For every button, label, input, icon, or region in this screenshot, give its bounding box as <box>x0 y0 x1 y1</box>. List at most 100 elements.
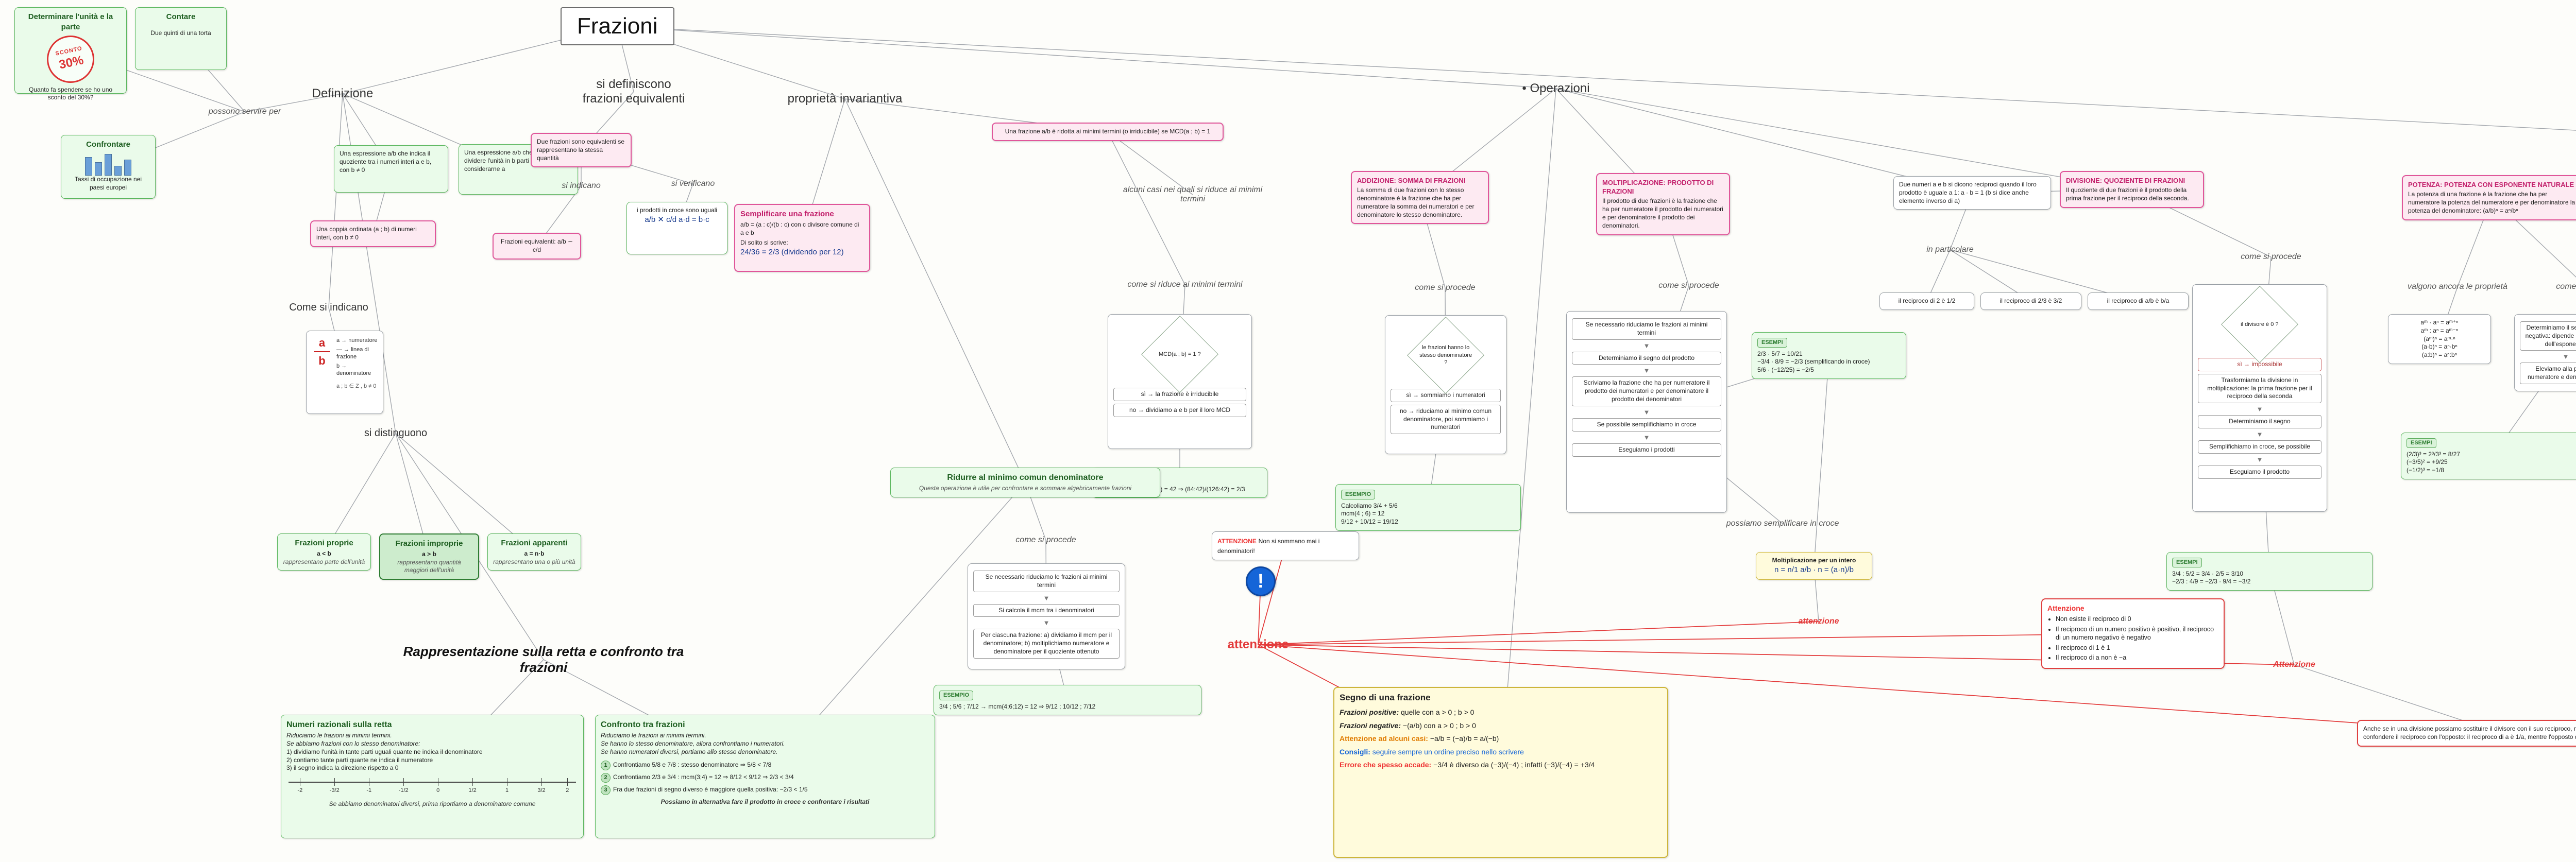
label-si-distinguono[interactable]: si distinguono <box>364 427 428 439</box>
bullet-dot: • <box>1522 81 1527 95</box>
equivalent-fractions-def-node[interactable]: Due frazioni sono equivalenti se rappres… <box>531 133 632 168</box>
body-line3: Se hanno numeratori diversi, portiamo al… <box>601 748 778 755</box>
down-arrow-icon: ▼ <box>1043 619 1050 627</box>
example-tag: ESEMPIO <box>939 691 974 700</box>
step-1: Determiniamo il segno (base negativa: di… <box>2520 321 2576 351</box>
example-confrontare-node[interactable]: Confrontare Tassi di occupazione nei pae… <box>61 135 156 199</box>
branch-frazioni-equivalenti[interactable]: si definiscono frazioni equivalenti <box>567 77 701 106</box>
node-caption: Quanto fa spendere se ho uno sconto del … <box>28 85 113 101</box>
node-body: rappresentano una o più unità <box>493 558 575 565</box>
example-line2: −2/3 : 4/9 = −2/3 · 9/4 = −3/2 <box>2172 578 2251 585</box>
division-definition-node[interactable]: DIVISIONE: QUOZIENTE DI FRAZIONI Il quoz… <box>2060 171 2204 208</box>
addition-flowchart-node[interactable]: le frazioni hanno lo stesso denominatore… <box>1385 315 1506 454</box>
power-examples-node[interactable]: ESEMPI (2/3)³ = 2³/3³ = 8/27 (−3/5)² = +… <box>2401 433 2576 479</box>
addition-definition-node[interactable]: ADDIZIONE: SOMMA DI FRAZIONI La somma di… <box>1351 171 1489 225</box>
footer-note: Se abbiamo denominatori diversi, prima r… <box>329 800 536 808</box>
attenzione-hub-label[interactable]: attenzione <box>1227 637 1289 651</box>
attention-denominators-node[interactable]: ATTENZIONE Non si sommano mai i denomina… <box>1212 531 1359 560</box>
decision-text: il divisore è 0 ? <box>2241 321 2279 327</box>
multiplication-definition-node[interactable]: MOLTIPLICAZIONE: PRODOTTO DI FRAZIONI Il… <box>1596 173 1730 235</box>
simplify-fraction-node[interactable]: Semplificare una frazione a/b = (a : c)/… <box>734 204 870 272</box>
reduce-flowchart-node[interactable]: MCD(a ; b) = 1 ? sì → la frazione è irri… <box>1108 314 1252 449</box>
power-properties-node[interactable]: aᵐ · aⁿ = aᵐ⁺ⁿ aᵐ : aⁿ = aᵐ⁻ⁿ (aᵐ)ⁿ = aᵐ… <box>2388 314 2491 365</box>
example-contare-node[interactable]: Contare Due quinti di una torta <box>135 7 227 70</box>
irreducible-definition-node[interactable]: Una frazione a/b è ridotta ai minimi ter… <box>992 123 1224 141</box>
branch-definizione[interactable]: Definizione <box>312 87 374 100</box>
rule-line: a/b = (a : c)/(b : c) con c divisore com… <box>740 220 859 236</box>
step-3: Scriviamo la frazione che ha per numerat… <box>1572 376 1721 406</box>
body-line1: Riduciamo le frazioni ai minimi termini. <box>601 732 706 739</box>
flow-no: no → riduciamo al minimo comun denominat… <box>1391 404 1501 435</box>
multiplication-examples-node[interactable]: ESEMPI 2/3 · 5/7 = 10/21 −3/4 · 8/9 = −2… <box>1752 332 1906 379</box>
reciprocals-definition-node[interactable]: Due numeri a e b si dicono reciproci qua… <box>1893 176 2051 210</box>
common-denominator-steps-node[interactable]: Se necessario riduciamo le frazioni ai m… <box>968 563 1125 669</box>
condition: a > b <box>422 550 436 558</box>
example-sconto-node[interactable]: Determinare l'unità e la parte SCONTO 30… <box>14 7 127 101</box>
decision-diamond: le frazioni hanno lo stesso denominatore… <box>1407 317 1484 394</box>
node-title: DIVISIONE: QUOZIENTE DI FRAZIONI <box>2066 177 2185 184</box>
addition-example-node[interactable]: ESEMPIO Calcoliamo 3/4 + 5/6 mcm(4 ; 6) … <box>1335 484 1521 531</box>
power-natural-exponent-node[interactable]: POTENZA: POTENZA CON ESPONENTE NATURALE … <box>2402 175 2576 220</box>
fraction-terms-node[interactable]: a b a → numeratore — → linea di frazione… <box>306 331 383 414</box>
fraction-sign-node[interactable]: Segno di una frazione Frazioni positive:… <box>1333 687 1668 858</box>
attention-reciprocal-node[interactable]: Attenzione Non esiste il reciproco di 0 … <box>2041 598 2225 669</box>
reciprocal-example-1[interactable]: il reciproco di 2 è 1/2 <box>1879 292 1974 310</box>
edge-label-come-si-procede: come si procede <box>1415 283 1476 292</box>
attention-division-note-node[interactable]: Anche se in una divisione possiamo sosti… <box>2357 720 2576 747</box>
frazioni-improprie-node[interactable]: Frazioni improprie a > b rappresentano q… <box>379 533 479 580</box>
equivalence-notation-node[interactable]: Frazioni equivalenti: a/b ∼ c/d <box>493 233 581 260</box>
reciprocal-example-3[interactable]: il reciproco di a/b è b/a <box>2088 292 2189 310</box>
edge-label-come-si-riduce: come si riduce ai minimi termini <box>1127 280 1243 289</box>
multiply-by-integer-node[interactable]: Moltiplicazione per un intero n = n/1 a/… <box>1756 552 1872 580</box>
property-3: (aᵐ)ⁿ = aᵐ·ⁿ <box>2424 335 2455 342</box>
branch-proprieta-invariantiva[interactable]: proprietà invariantiva <box>787 92 903 106</box>
edge-label-come-si-procede: come si procede <box>1658 281 1719 290</box>
ordered-pair-node[interactable]: Una coppia ordinata (a ; b) di numeri in… <box>310 220 436 247</box>
numerator-label: a → numeratore <box>336 337 378 343</box>
multiplication-steps-node[interactable]: Se necessario riduciamo le frazioni ai m… <box>1566 311 1727 513</box>
domain-note: a ; b ∈ Z , b ≠ 0 <box>336 383 377 389</box>
cross-products-node[interactable]: i prodotti in croce sono uguali a/b ✕ c/… <box>626 202 727 254</box>
step-1: Trasformiamo la divisione in moltiplicaz… <box>2198 373 2321 404</box>
power-steps-node[interactable]: Determiniamo il segno (base negativa: di… <box>2514 314 2576 392</box>
example-text: Confrontiamo 5/8 e 7/8 : stesso denomina… <box>613 761 772 768</box>
division-examples-node[interactable]: ESEMPI 3/4 : 5/2 = 3/4 · 2/5 = 3/10 −2/3… <box>2166 552 2372 591</box>
flow-yes: sì → sommiamo i numeratori <box>1391 389 1501 402</box>
definition-quotient-node[interactable]: Una espressione a/b che indica il quozie… <box>334 145 448 193</box>
frazioni-apparenti-node[interactable]: Frazioni apparenti a = n·b rappresentano… <box>487 533 581 571</box>
footer-note: Possiamo in alternativa fare il prodotto… <box>660 798 870 805</box>
property-5: (a:b)ⁿ = aⁿ:bⁿ <box>2421 351 2458 359</box>
node-body: La potenza di una frazione è la frazione… <box>2408 191 2575 214</box>
division-flowchart-node[interactable]: il divisore è 0 ? sì → impossibile Trasf… <box>2192 284 2327 512</box>
label-come-si-indicano[interactable]: Come si indicano <box>289 302 368 313</box>
node-body: rappresentano quantità maggiori dell'uni… <box>397 558 461 574</box>
body-line2: Se hanno lo stesso denominatore, allora … <box>601 739 785 747</box>
example-line3: (−1/2)³ = −1/8 <box>2406 467 2445 474</box>
body-line2: Se abbiamo frazioni con lo stesso denomi… <box>286 739 420 747</box>
node-body: Tassi di occupazione nei paesi europei <box>74 175 142 191</box>
map-title-frazioni[interactable]: Frazioni <box>561 7 674 45</box>
rule-name: Errore che spesso accade: <box>1340 761 1432 769</box>
cross-formula: a·d = b·c <box>679 215 709 224</box>
down-arrow-icon: ▼ <box>2562 353 2569 361</box>
discount-stamp-icon: SCONTO 30% <box>42 31 99 88</box>
example-line1: 3/4 : 5/2 = 3/4 · 2/5 = 3/10 <box>2172 570 2244 577</box>
compare-fractions-node[interactable]: Confronto tra frazioni Riduciamo le fraz… <box>595 715 935 838</box>
example-text: Fra due frazioni di segno diverso è magg… <box>613 785 808 793</box>
rule-text: seguire sempre un ordine preciso nello s… <box>1372 747 1524 756</box>
common-denominator-node[interactable]: Ridurre al minimo comun denominatore Que… <box>890 468 1160 497</box>
body-line1: Riduciamo le frazioni ai minimi termini. <box>286 732 392 739</box>
tick-label: -1/2 <box>398 787 409 794</box>
exclamation-glyph: ! <box>1257 570 1264 592</box>
rationals-on-line-node[interactable]: Numeri razionali sulla retta Riduciamo l… <box>281 715 584 838</box>
reciprocal-example-2[interactable]: il reciproco di 2/3 è 3/2 <box>1980 292 2081 310</box>
branch-operazioni[interactable]: • Operazioni <box>1510 81 1602 96</box>
attention-text: Non si sommano mai i denominatori! <box>1217 538 1320 555</box>
section-title-rappresentazione[interactable]: Rappresentazione sulla retta e confronto… <box>403 644 684 675</box>
cross-pair: a/b ✕ c/d <box>645 215 677 224</box>
frazioni-proprie-node[interactable]: Frazioni proprie a < b rappresentano par… <box>277 533 371 571</box>
common-denominator-example-node[interactable]: ESEMPIO 3/4 ; 5/6 ; 7/12 → mcm(4;6;12) =… <box>934 685 1201 716</box>
decision-diamond: il divisore è 0 ? <box>2221 286 2298 363</box>
